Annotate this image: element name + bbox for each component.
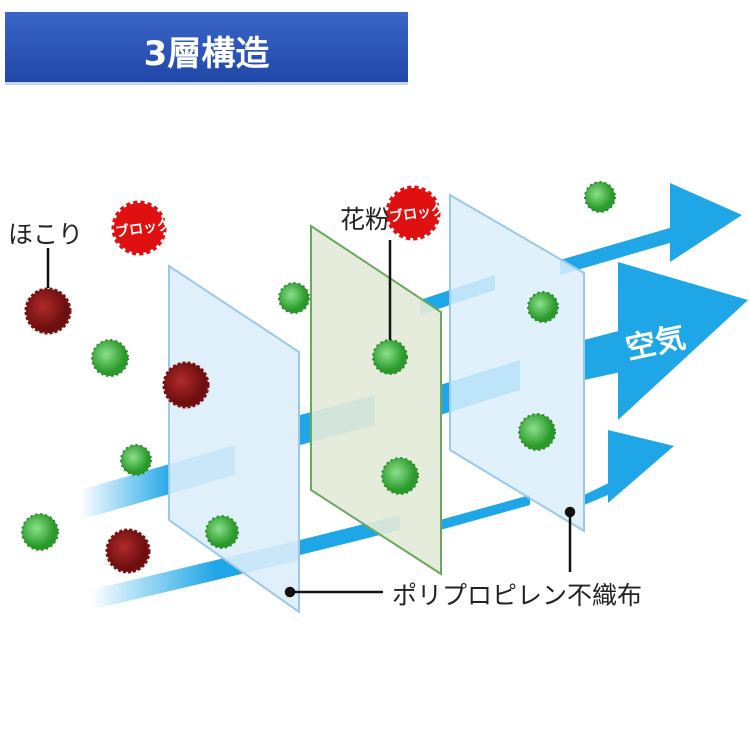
filter-layer-inner: [449, 193, 585, 533]
pollen-particles: [21, 181, 616, 551]
leader-lines: [46, 240, 576, 598]
pollen-label: 花粉: [340, 205, 391, 234]
header-banner: 3層構造: [5, 12, 408, 82]
header-title: 3層構造: [143, 34, 270, 74]
arrow-head-air: [618, 262, 748, 420]
material-label: ポリプロピレン不織布: [392, 581, 643, 610]
arrow-head-top: [670, 183, 742, 262]
filter-layer-outer: [168, 264, 300, 614]
block-badges: [111, 185, 441, 256]
dust-particles: [24, 287, 210, 574]
filter-layer-middle: [310, 224, 442, 576]
arrow-head-bottom: [608, 430, 674, 503]
dust-label: ほこり: [8, 220, 84, 249]
